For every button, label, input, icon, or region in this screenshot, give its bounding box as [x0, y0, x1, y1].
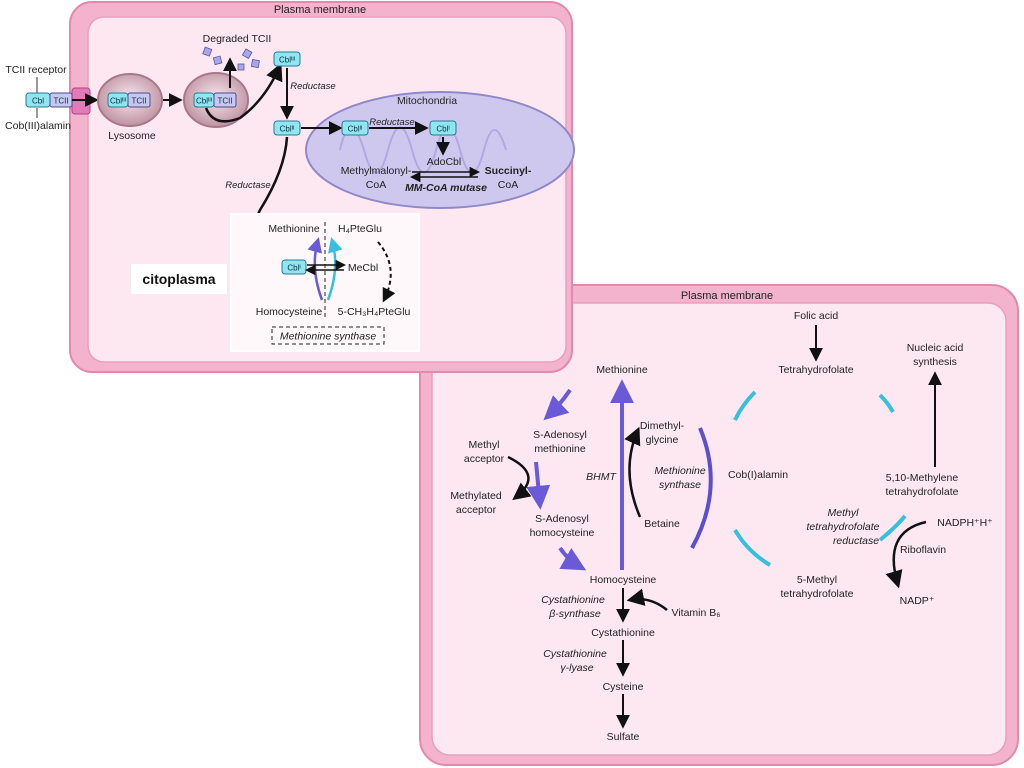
- cbl-tag: Cbl: [32, 97, 44, 106]
- riboflavin-label: Riboflavin: [900, 544, 946, 556]
- lysosome-label: Lysosome: [108, 130, 156, 142]
- folate-cycle-arc: [733, 390, 757, 421]
- ch3h4pteglu-label: 5-CH₃H₄PteGlu: [338, 306, 411, 318]
- succinyl-label: Succinyl-: [485, 165, 532, 177]
- vitamin-b6-arrow: [626, 588, 668, 611]
- methyl-thf-label: tetrahydrofolate: [781, 588, 854, 600]
- methionine-synthase-label: Methionine: [654, 465, 706, 477]
- reductase-label: Reductase: [369, 117, 414, 128]
- mthfr-label: reductase: [833, 535, 879, 547]
- mthfr-label: Methyl: [828, 507, 860, 519]
- folate-cycle-arc: [878, 393, 895, 413]
- sam-to-sah-arrow: [526, 461, 551, 510]
- folate-cycle-arc: [733, 528, 772, 567]
- citoplasma-label-box: [131, 264, 227, 294]
- sulfate-label: Sulfate: [607, 731, 640, 743]
- dimethylglycine-label: glycine: [646, 434, 679, 446]
- dimethylglycine-label: Dimethyl-: [640, 420, 685, 432]
- methylmalonyl-label: CoA: [366, 179, 386, 191]
- sah-label: S-Adenosyl: [535, 513, 589, 525]
- cbl3-tag: Cblᴵᴵᴵ: [196, 97, 212, 106]
- nucleic-acid-label: Nucleic acid: [907, 342, 964, 354]
- tcii-tag: TCII: [131, 97, 146, 106]
- methylated-acceptor-label: Methylated: [450, 490, 502, 502]
- cbl1-tag: Cblᴵ: [436, 125, 449, 134]
- mthfr-label: tetrahydrofolate: [807, 521, 880, 533]
- mm-coa-mutase-label: MM-CoA mutase: [405, 182, 487, 194]
- cgl-label: γ-lyase: [560, 662, 593, 674]
- vitamin-b6-label: Vitamin B₆: [672, 607, 721, 619]
- cbl2-tag: Cblᴵᴵ: [348, 125, 363, 134]
- degraded-tcii-label: Degraded TCII: [203, 33, 272, 45]
- methionine-label: Methionine: [268, 223, 320, 235]
- methylene-thf-label: 5,10-Methylene: [886, 472, 959, 484]
- methylmalonyl-label: Methylmalonyl-: [341, 165, 412, 177]
- sam-label: methionine: [534, 443, 586, 455]
- citoplasma-label: citoplasma: [142, 271, 215, 287]
- sah-label: homocysteine: [530, 527, 595, 539]
- cob1-label: Cob(I)alamin: [728, 469, 788, 481]
- methionine-synthase-label: Methionine synthase: [280, 331, 376, 343]
- cell1-membrane-label: Plasma membrane: [274, 4, 366, 16]
- mitochondria-label: Mitochondria: [397, 95, 457, 107]
- sah-to-homocysteine-arrow: [558, 546, 587, 571]
- cbl3-tag: Cblᴵᴵᴵ: [279, 56, 295, 65]
- nadph-label: NADPH⁺H⁺: [937, 517, 993, 529]
- bhmt-label: BHMT: [586, 471, 617, 483]
- cell-2: Plasma membrane Folic acid Tetrahydrof: [419, 284, 1019, 766]
- methyl-acceptor-label: acceptor: [464, 453, 505, 465]
- folate-cycle-arc: [878, 514, 907, 542]
- tcii-tag: TCII: [53, 97, 68, 106]
- betaine-label: Betaine: [644, 518, 680, 530]
- methionine-synthase-arc: [690, 427, 713, 549]
- tetrahydrofolate-label: Tetrahydrofolate: [778, 364, 853, 376]
- cbs-label: Cystathionine: [541, 594, 605, 606]
- homocysteine-label: Homocysteine: [590, 574, 657, 586]
- betaine-to-dmg-arrow: [624, 426, 642, 518]
- adocbl-label: AdoCbl: [427, 156, 461, 168]
- methyl-transfer-arrow: [507, 455, 532, 501]
- methionine-synthase-label: synthase: [659, 479, 701, 491]
- cell-1: Plasma membrane TCII receptor Cob(III)al…: [5, 1, 575, 373]
- folic-acid-label: Folic acid: [794, 310, 839, 322]
- methyl-thf-label: 5-Methyl: [797, 574, 837, 586]
- sam-label: S-Adenosyl: [533, 429, 587, 441]
- cbl1-tag: Cblᴵ: [287, 264, 300, 273]
- nadph-to-nadp-arrow: [885, 520, 927, 589]
- cgl-label: Cystathionine: [543, 648, 607, 660]
- cystathionine-label: Cystathionine: [591, 627, 655, 639]
- cell2-membrane-label: Plasma membrane: [681, 290, 773, 302]
- cbl3-tag: Cblᴵᴵᴵ: [110, 97, 126, 106]
- cbs-label: β-synthase: [548, 608, 601, 620]
- methylene-thf-label: tetrahydrofolate: [886, 486, 959, 498]
- cbl2-tag: Cblᴵᴵ: [280, 125, 295, 134]
- degraded-tcii-fragments: [202, 46, 260, 71]
- methionine-label: Methionine: [596, 364, 648, 376]
- cysteine-label: Cysteine: [603, 681, 644, 693]
- methyl-acceptor-label: Methyl: [469, 439, 500, 451]
- reductase-label: Reductase: [290, 81, 335, 92]
- nucleic-acid-label: synthesis: [913, 356, 957, 368]
- methylated-acceptor-label: acceptor: [456, 504, 497, 516]
- cob3-label: Cob(III)alamin: [5, 120, 71, 132]
- succinyl-label: CoA: [498, 179, 518, 191]
- h4pteglu-label: H₄PteGlu: [338, 223, 382, 235]
- homocysteine-label: Homocysteine: [256, 306, 323, 318]
- mecbl-label: MeCbl: [348, 262, 378, 274]
- tcii-receptor-label: TCII receptor: [5, 64, 67, 76]
- nadp-label: NADP⁺: [900, 595, 935, 607]
- tcii-tag: TCII: [217, 97, 232, 106]
- reductase-label: Reductase: [225, 180, 270, 191]
- methionine-to-sam-arrow: [543, 388, 572, 421]
